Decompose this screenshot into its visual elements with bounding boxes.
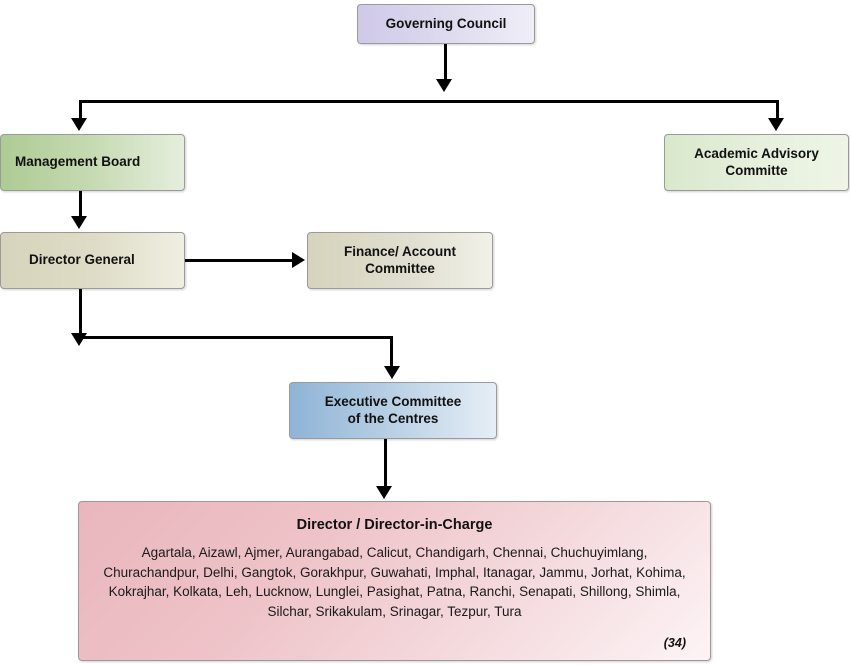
node-finance-committee-line2: Committee: [365, 260, 435, 276]
node-management-board[interactable]: Management Board: [0, 134, 185, 191]
node-director-centres-list: Agartala, Aizawl, Ajmer, Aurangabad, Cal…: [103, 545, 686, 619]
node-executive-committee-line2: of the Centres: [347, 410, 439, 426]
node-finance-committee-line1: Finance/ Account: [343, 243, 456, 259]
arrowhead-executive-committee: [384, 366, 400, 379]
arrowhead-finance-committee: [292, 252, 305, 268]
node-director-count: (34): [663, 636, 686, 651]
node-finance-account-committee[interactable]: Finance/ Account Committee: [307, 232, 493, 289]
connector-bus-to-academic-advisory: [776, 100, 779, 120]
node-executive-committee-of-the-centres[interactable]: Executive Committee of the Centres: [289, 382, 497, 439]
node-governing-council-label: Governing Council: [385, 15, 507, 31]
connector-management-board-to-director-general: [79, 191, 82, 217]
arrowhead-director-general: [71, 216, 87, 229]
arrowhead-academic-advisory: [768, 118, 784, 131]
arrowhead-director: [376, 486, 392, 499]
node-director-general-label: Director General: [29, 252, 135, 268]
node-director-general[interactable]: Director General: [0, 232, 185, 289]
node-director-title: Director / Director-in-Charge: [296, 517, 493, 533]
arrowhead-governing-council-center: [436, 79, 452, 92]
connector-governing-council-down: [444, 44, 447, 82]
connector-bus-to-management-board: [79, 100, 82, 120]
node-academic-advisory-line2: Committe: [725, 162, 788, 178]
arrowhead-director-general-branch: [71, 333, 87, 346]
node-executive-committee-line1: Executive Committee: [324, 393, 462, 409]
connector-down-to-executive-committee: [390, 336, 393, 368]
connector-branch-to-executive-committee: [79, 336, 390, 339]
node-academic-advisory-line1: Academic Advisory: [694, 145, 819, 161]
node-governing-council[interactable]: Governing Council: [357, 4, 535, 44]
connector-director-general-down: [79, 289, 82, 339]
node-management-board-label: Management Board: [15, 154, 141, 170]
connector-director-general-to-finance-committee: [185, 259, 293, 262]
connector-horizontal-bus-top: [79, 100, 779, 103]
node-director-director-in-charge[interactable]: Director / Director-in-Charge Agartala, …: [78, 501, 711, 661]
connector-executive-committee-to-director: [384, 439, 387, 487]
node-academic-advisory-committe[interactable]: Academic Advisory Committe: [664, 134, 849, 191]
arrowhead-management-board: [71, 118, 87, 131]
